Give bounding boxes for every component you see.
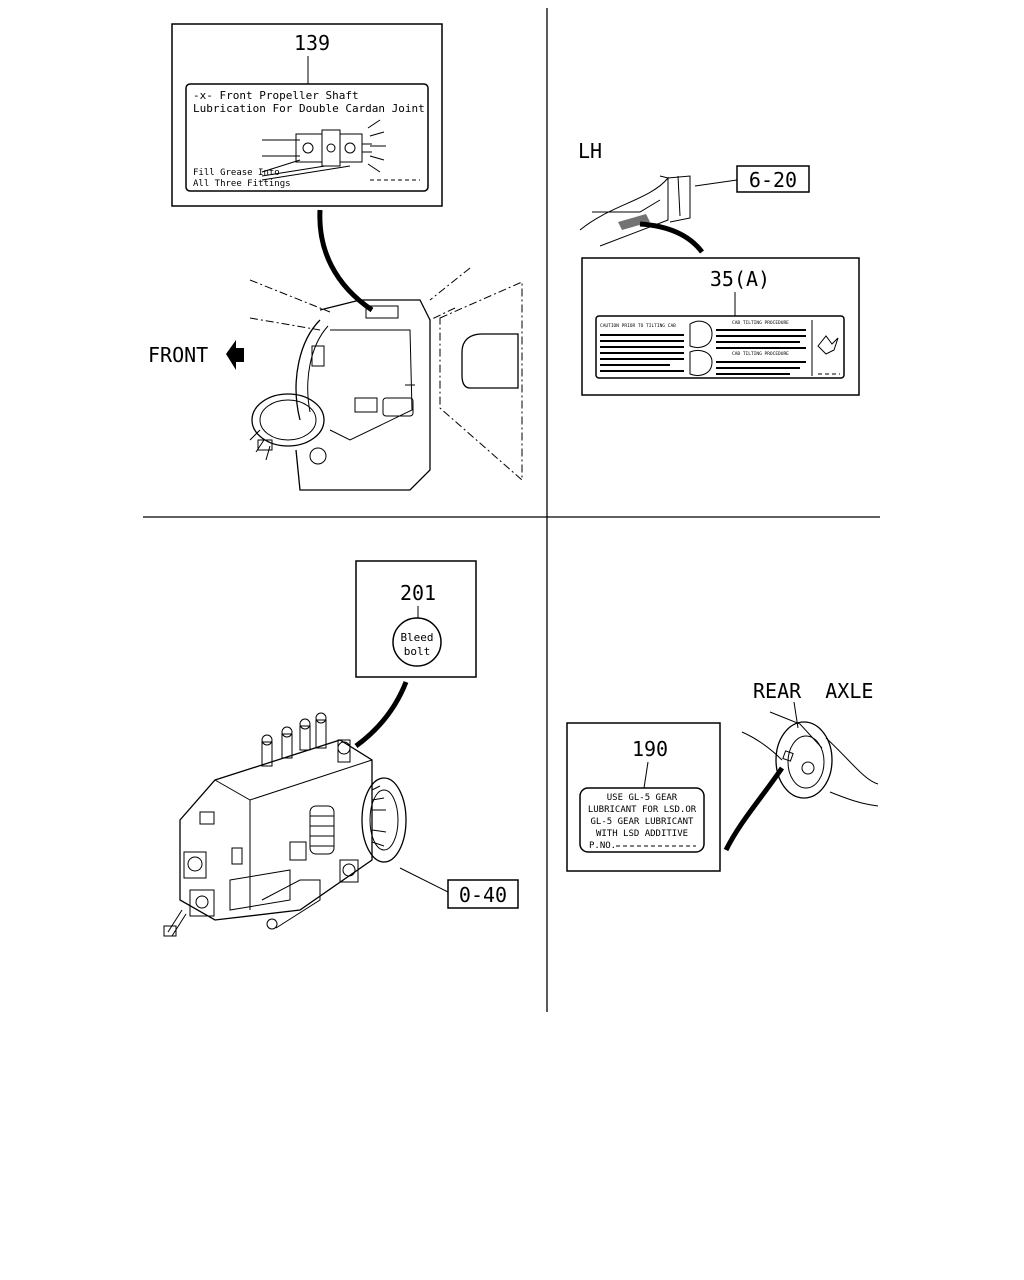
cab-corner-illustration xyxy=(579,175,704,254)
bleed-bolt-badge xyxy=(392,617,442,667)
quadrant-bottom-right: REAR AXLE 190 USE GL-5 GEAR LUBRICANT FO… xyxy=(566,679,879,872)
decal-190-line-2: LUBRICANT FOR LSD.OR xyxy=(588,805,697,815)
decal-190-footer: P.NO. xyxy=(589,841,616,851)
pointer-201 xyxy=(354,681,409,749)
quadrant-bottom-left: 201 Bleed bolt xyxy=(163,560,519,937)
cardan-joint-illustration xyxy=(261,119,420,181)
decal-139-fill-line-2: All Three Fittings xyxy=(193,179,291,189)
decal-35a-text-lines xyxy=(600,320,840,376)
pointer-139 xyxy=(317,209,374,313)
callout-201: 201 xyxy=(400,581,436,605)
callout-35a: 35(A) xyxy=(710,267,770,291)
decal-139-line-2: Lubrication For Double Cardan Joint xyxy=(193,102,425,115)
decal-139-line-1: -x- Front Propeller Shaft xyxy=(193,89,359,102)
decal-190-line-1: USE GL-5 GEAR xyxy=(607,793,678,803)
ref-6-20-box xyxy=(736,165,810,193)
front-arrow-icon xyxy=(226,340,244,370)
cab-interior-illustration xyxy=(249,267,523,491)
decal-139-fill-line-1: Fill Grease Into xyxy=(193,168,280,178)
ref-6-20: 6-20 xyxy=(749,168,797,192)
callout-139: 139 xyxy=(294,31,330,55)
decal-35a-heading-right-2: CAB TILTING PROCEDURE xyxy=(732,351,789,357)
rear-axle-illustration xyxy=(741,711,879,807)
callout-190: 190 xyxy=(632,737,668,761)
pointer-190 xyxy=(723,766,785,852)
badge-line-2: bolt xyxy=(404,645,431,658)
badge-line-1: Bleed xyxy=(400,631,433,644)
rear-axle-label: REAR AXLE xyxy=(753,679,873,703)
decal-190-line-4: WITH LSD ADDITIVE xyxy=(596,829,688,839)
ref-0-40-box xyxy=(447,879,519,909)
decal-35a-heading-right-1: CAB TILTING PROCEDURE xyxy=(732,320,789,326)
quadrant-dividers xyxy=(143,8,880,1012)
decal-35a-heading-left: CAUTION PRIOR TO TILTING CAB xyxy=(600,323,676,329)
decal-190 xyxy=(579,787,705,853)
quadrant-top-left: 139 -x- Front Propeller Shaft Lubricatio… xyxy=(148,23,523,491)
injection-pump-illustration xyxy=(163,712,407,937)
decal-190-line-3: GL-5 GEAR LUBRICANT xyxy=(591,817,695,827)
front-label: FRONT xyxy=(148,343,208,367)
lh-label: LH xyxy=(578,139,602,163)
decal-139 xyxy=(185,83,429,192)
ref-0-40: 0-40 xyxy=(459,883,507,907)
quadrant-top-right: LH 6-20 35(A) CAUTION PRIOR TO TILTING C… xyxy=(578,139,860,396)
